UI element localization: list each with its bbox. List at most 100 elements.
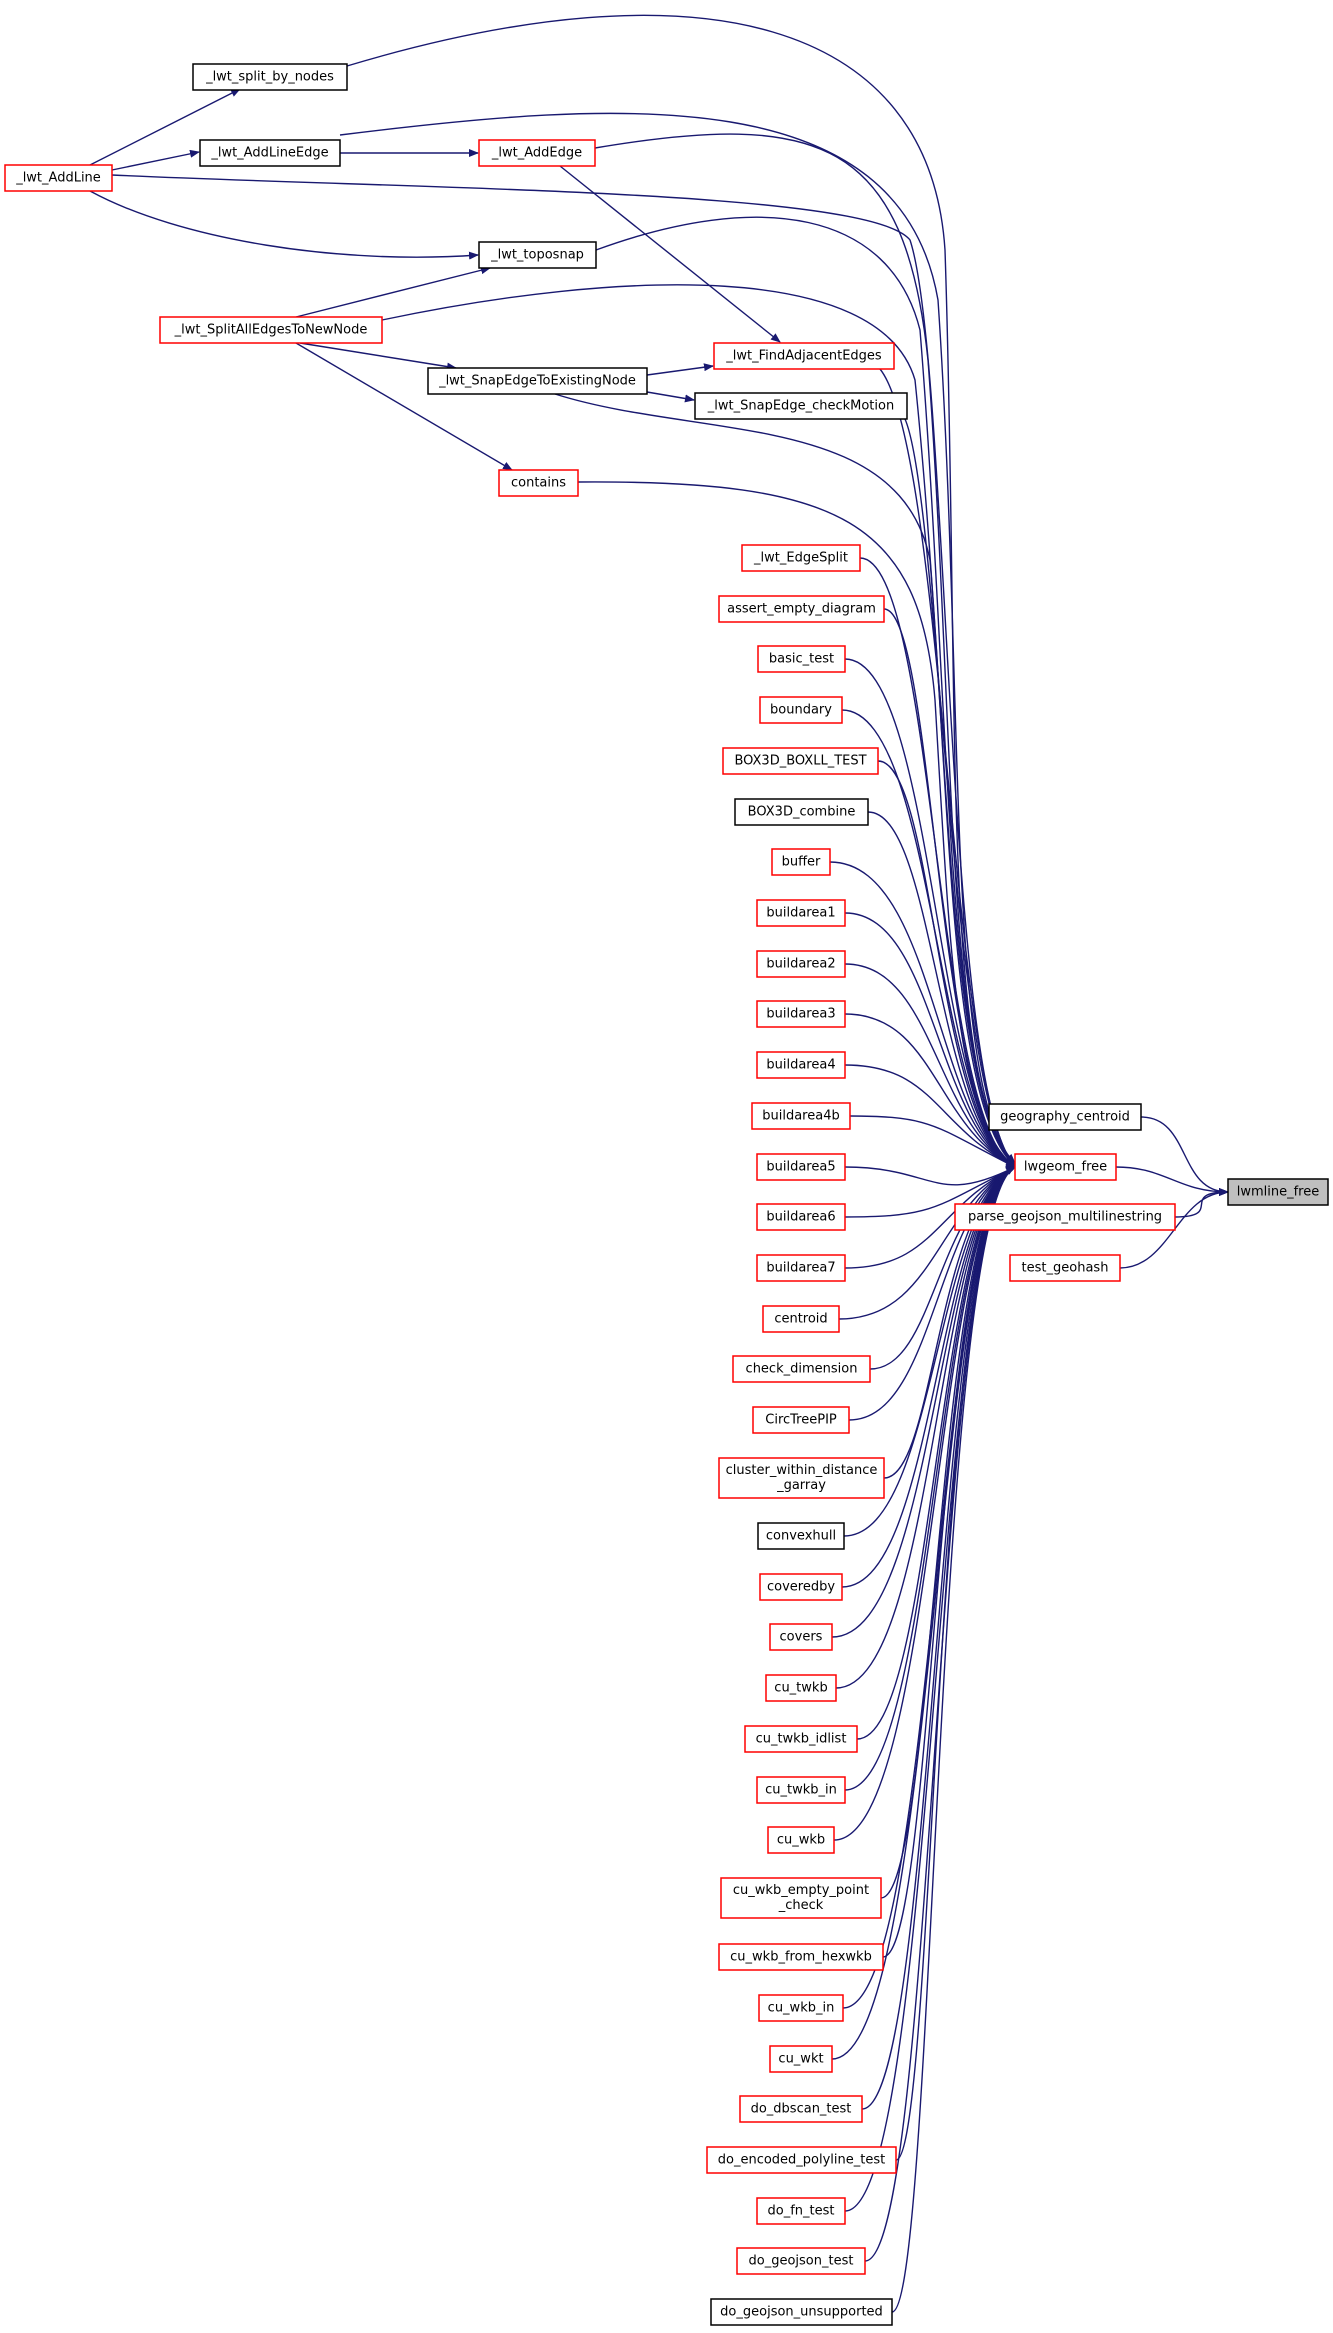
node-coveredby[interactable]: coveredby bbox=[759, 1573, 843, 1601]
node-label: buildarea2 bbox=[766, 957, 835, 972]
node-cu-wkt[interactable]: cu_wkt bbox=[769, 2045, 833, 2073]
node-buildarea5[interactable]: buildarea5 bbox=[756, 1153, 846, 1181]
node-basic-test[interactable]: basic_test bbox=[757, 645, 846, 673]
node-do-fn-test[interactable]: do_fn_test bbox=[756, 2197, 846, 2225]
node-cu-twkb[interactable]: cu_twkb bbox=[765, 1674, 837, 1702]
edge-buffer-to-lwgeom-free bbox=[829, 861, 1016, 1168]
node-label: buildarea7 bbox=[766, 1261, 835, 1276]
node-buildarea4[interactable]: buildarea4 bbox=[756, 1051, 846, 1079]
node-contains[interactable]: contains bbox=[498, 469, 579, 497]
node-box bbox=[756, 1153, 846, 1181]
edge-lwt-addline-to-lwgeom-free bbox=[111, 174, 1016, 1166]
node-convexhull[interactable]: convexhull bbox=[757, 1522, 845, 1550]
node-box3d-boxll-test[interactable]: BOX3D_BOXLL_TEST bbox=[722, 747, 879, 775]
node-circtreepip[interactable]: CircTreePIP bbox=[752, 1406, 850, 1434]
edge-lwt-splitalledgestonewnode-to-lwt-snapedgetoexistingnode bbox=[299, 342, 457, 371]
node-cu-wkb-in[interactable]: cu_wkb_in bbox=[758, 1994, 844, 2022]
node-buildarea1[interactable]: buildarea1 bbox=[756, 899, 846, 927]
node-label: _lwt_AddLine bbox=[15, 171, 101, 186]
node-lwt-splitalledgestonewnode[interactable]: _lwt_SplitAllEdgesToNewNode bbox=[159, 316, 383, 344]
node-label: do_encoded_polyline_test bbox=[718, 2153, 885, 2168]
node-box bbox=[752, 1406, 850, 1434]
node-label: contains bbox=[511, 476, 566, 491]
edge-buildarea7-to-lwgeom-free bbox=[844, 1166, 1016, 1269]
node-cu-twkb-in[interactable]: cu_twkb_in bbox=[756, 1776, 846, 1804]
node-box bbox=[769, 1623, 833, 1651]
node-label: CircTreePIP bbox=[765, 1413, 837, 1428]
node-boundary[interactable]: boundary bbox=[759, 696, 843, 724]
node-cu-twkb-idlist[interactable]: cu_twkb_idlist bbox=[744, 1725, 858, 1753]
node-lwgeom-free[interactable]: lwgeom_free bbox=[1014, 1153, 1117, 1181]
node-label: cu_wkt bbox=[778, 2052, 823, 2067]
node-lwt-addlineedge[interactable]: _lwt_AddLineEdge bbox=[199, 139, 341, 167]
node-label: cu_twkb_idlist bbox=[756, 1732, 847, 1747]
node-covers[interactable]: covers bbox=[769, 1623, 833, 1651]
node-lwt-snapedge-checkmotion[interactable]: _lwt_SnapEdge_checkMotion bbox=[694, 392, 908, 420]
node-box bbox=[756, 899, 846, 927]
node-buildarea2[interactable]: buildarea2 bbox=[756, 950, 846, 978]
edge-lwt-addline-to-lwt-toposnap bbox=[89, 190, 479, 260]
edge-check-dimension-to-lwgeom-free bbox=[869, 1166, 1016, 1370]
node-cu-wkb-from-hexwkb[interactable]: cu_wkb_from_hexwkb bbox=[718, 1943, 884, 1971]
node-geography-centroid[interactable]: geography_centroid bbox=[988, 1103, 1142, 1131]
node-do-geojson-test[interactable]: do_geojson_test bbox=[736, 2247, 866, 2275]
node-do-encoded-polyline-test[interactable]: do_encoded_polyline_test bbox=[706, 2146, 897, 2174]
node-lwt-split-by-nodes[interactable]: _lwt_split_by_nodes bbox=[192, 63, 348, 91]
edge-do-dbscan-test-to-lwgeom-free bbox=[861, 1166, 1016, 2110]
node-cu-wkb[interactable]: cu_wkb bbox=[767, 1826, 835, 1854]
node-lwt-addline[interactable]: _lwt_AddLine bbox=[4, 164, 113, 192]
node-buildarea3[interactable]: buildarea3 bbox=[756, 1000, 846, 1028]
node-box bbox=[478, 139, 596, 167]
node-lwt-findadjacentedges[interactable]: _lwt_FindAdjacentEdges bbox=[713, 342, 895, 370]
node-label: lwmline_free bbox=[1237, 1185, 1320, 1200]
node-check-dimension[interactable]: check_dimension bbox=[732, 1355, 871, 1383]
node-lwt-addedge[interactable]: _lwt_AddEdge bbox=[478, 139, 596, 167]
node-do-geojson-unsupported[interactable]: do_geojson_unsupported bbox=[710, 2298, 893, 2326]
node-label: parse_geojson_multilinestring bbox=[968, 1210, 1162, 1225]
edge-lwt-addline-to-lwt-addlineedge bbox=[111, 149, 200, 171]
node-label: cu_wkb_from_hexwkb bbox=[730, 1950, 872, 1965]
node-buffer[interactable]: buffer bbox=[771, 848, 831, 876]
node-box bbox=[757, 645, 846, 673]
edge-contains-to-lwgeom-free bbox=[577, 481, 1016, 1168]
node-centroid[interactable]: centroid bbox=[762, 1305, 840, 1333]
node-assert-empty-diagram[interactable]: assert_empty_diagram bbox=[718, 595, 885, 623]
node-box3d-combine[interactable]: BOX3D_combine bbox=[734, 798, 869, 826]
node-label: do_fn_test bbox=[768, 2204, 835, 2219]
node-lwt-snapedgetoexistingnode[interactable]: _lwt_SnapEdgeToExistingNode bbox=[427, 367, 648, 395]
node-box bbox=[706, 2146, 897, 2174]
node-do-dbscan-test[interactable]: do_dbscan_test bbox=[739, 2095, 863, 2123]
edge-buildarea4b-to-lwgeom-free bbox=[849, 1115, 1016, 1168]
node-label: BOX3D_BOXLL_TEST bbox=[734, 754, 866, 769]
node-buildarea4b[interactable]: buildarea4b bbox=[751, 1102, 851, 1130]
node-test-geohash[interactable]: test_geohash bbox=[1009, 1254, 1121, 1282]
node-lwt-edgesplit[interactable]: _lwt_EdgeSplit bbox=[741, 544, 861, 572]
node-box bbox=[718, 1943, 884, 1971]
node-cu-wkb-empty-point-check[interactable]: cu_wkb_empty_point_check bbox=[720, 1877, 882, 1919]
node-box bbox=[758, 1994, 844, 2022]
node-box bbox=[756, 1000, 846, 1028]
node-buildarea6[interactable]: buildarea6 bbox=[756, 1203, 846, 1231]
node-box bbox=[759, 696, 843, 724]
node-box bbox=[498, 469, 579, 497]
edge-lwt-addlineedge-to-lwgeom-free bbox=[339, 112, 1016, 1165]
node-buildarea7[interactable]: buildarea7 bbox=[756, 1254, 846, 1282]
node-box bbox=[710, 2298, 893, 2326]
node-label: geography_centroid bbox=[1000, 1110, 1130, 1125]
edge-buildarea3-to-lwgeom-free bbox=[844, 1013, 1016, 1168]
node-box bbox=[713, 342, 895, 370]
node-box bbox=[718, 595, 885, 623]
node-cluster-within-distance-garray[interactable]: cluster_within_distance_garray bbox=[718, 1457, 885, 1499]
node-parse-geojson-multilinestring[interactable]: parse_geojson_multilinestring bbox=[954, 1203, 1176, 1231]
node-box bbox=[478, 241, 597, 269]
node-box bbox=[756, 1254, 846, 1282]
node-label: _garray bbox=[776, 1478, 826, 1493]
edge-buildarea5-to-lwgeom-free bbox=[844, 1166, 1016, 1186]
node-lwt-toposnap[interactable]: _lwt_toposnap bbox=[478, 241, 597, 269]
node-box bbox=[757, 1522, 845, 1550]
node-label: BOX3D_combine bbox=[748, 805, 856, 820]
node-box bbox=[1014, 1153, 1117, 1181]
node-box bbox=[756, 1203, 846, 1231]
node-label: covers bbox=[780, 1630, 823, 1645]
